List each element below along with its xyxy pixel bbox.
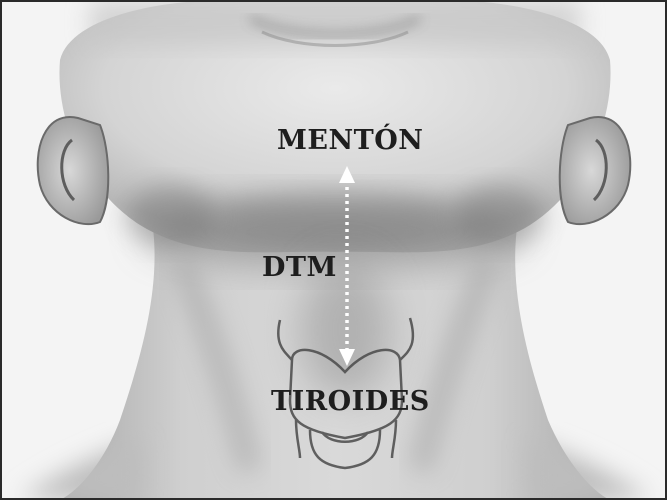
tiroides-label: TIROIDES (271, 388, 430, 415)
menton-label: MENTÓN (277, 127, 423, 154)
dtm-label: DTM (262, 254, 337, 281)
